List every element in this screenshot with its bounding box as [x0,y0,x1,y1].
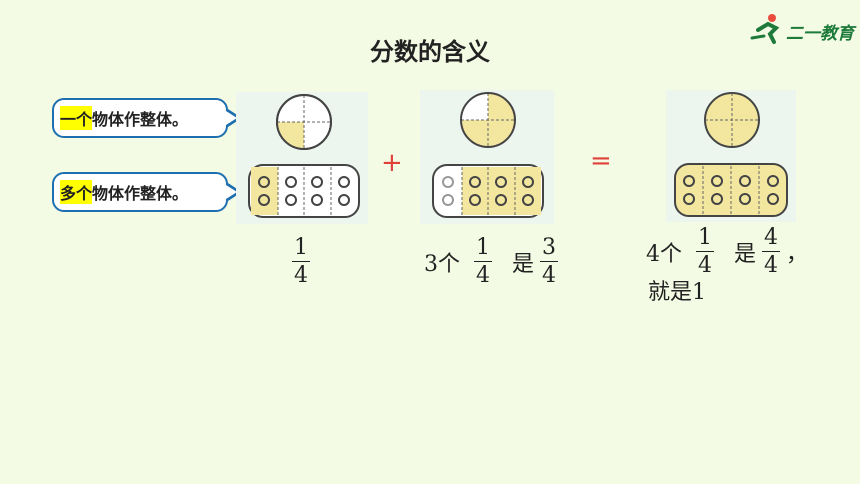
fraction-result: 4 4 [762,225,781,279]
fraction-bar [540,261,559,263]
figure-panel-three-quarters [420,90,554,224]
three-quarters-illustration [432,92,544,218]
plus-operator: + [381,148,403,178]
fraction-bar [696,251,714,253]
quarter-illustration [248,94,360,218]
numerator: 1 [294,235,308,260]
denominator: 4 [542,263,557,289]
caption-word: 是 [734,241,757,267]
bubble-highlight: 多个 [60,180,93,204]
numerator: 3 [542,235,557,260]
fraction-bar [762,251,781,253]
bubble-single-object: 一个物体作整体。 [52,98,228,138]
caption-comma: ， [786,241,809,267]
caption-word: 是 [512,251,535,277]
figure-panel-quarter [236,92,368,224]
page-title: 分数的含义 [370,38,490,66]
denominator: 4 [294,263,308,289]
figure-panel-whole [666,90,796,222]
numerator: 4 [764,225,779,250]
denominator: 4 [764,253,779,279]
equals-operator: = [590,146,612,176]
fraction-one-quarter: 1 4 [292,236,310,287]
bubble-text: 物体作整体。 [92,184,189,203]
denominator: 4 [476,263,490,289]
bubble-tail-inner [226,185,237,199]
fraction-unit: 1 4 [696,226,714,277]
caption-whole: 4个 1 4 是 4 4 ， [646,226,808,277]
numerator: 1 [476,235,490,260]
fraction-bar [292,261,310,263]
caption-prefix: 3个 [424,251,460,277]
numerator: 1 [698,225,712,250]
bubble-text: 物体作整体。 [92,110,189,129]
caption-three-quarters: 3个 1 4 是 3 4 [424,235,559,289]
whole-illustration [674,92,788,217]
brand-logo-icon [750,14,780,44]
bubble-tail-inner [226,111,237,125]
denominator: 4 [698,253,712,279]
bubble-multiple-objects: 多个物体作整体。 [52,172,228,212]
bubble-highlight: 一个 [60,106,93,130]
fraction-unit: 1 4 [474,236,492,287]
fraction-bar [474,261,492,263]
fraction-result: 3 4 [540,235,559,289]
caption-whole-line2: 就是1 [648,280,706,305]
brand-logo-text: 二一教育 [786,24,854,44]
caption-prefix: 4个 [646,241,682,267]
